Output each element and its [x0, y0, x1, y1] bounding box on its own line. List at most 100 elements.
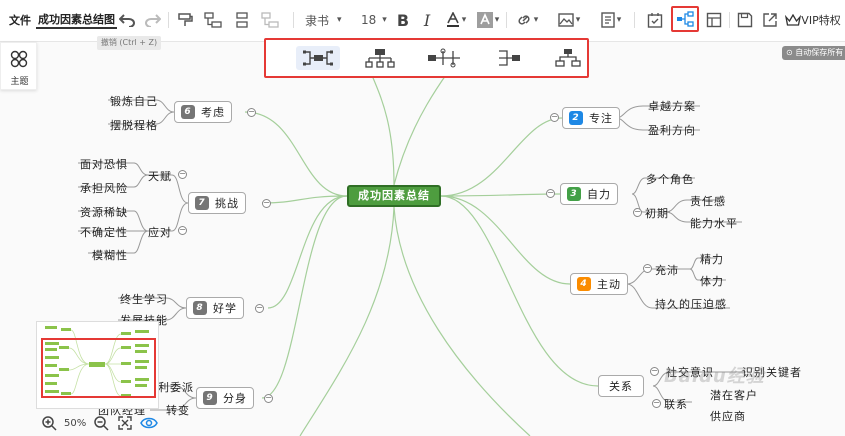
- bold-icon[interactable]: B: [396, 10, 410, 30]
- subtopic[interactable]: 初期: [645, 207, 669, 220]
- topic-challenge[interactable]: 7 挑战: [188, 192, 246, 214]
- separator: [634, 12, 635, 28]
- task-icon[interactable]: [645, 8, 665, 32]
- topic-delegate[interactable]: 9 分身: [196, 387, 254, 409]
- subtopic[interactable]: 社交意识: [666, 366, 714, 379]
- collapse-toggle[interactable]: −: [546, 188, 555, 198]
- structure-tree-down-icon[interactable]: [546, 46, 590, 70]
- file-menu[interactable]: 文件: [9, 14, 31, 27]
- collapse-toggle[interactable]: −: [650, 366, 659, 376]
- document-title[interactable]: 成功因素总结图: [36, 11, 117, 29]
- subtopic[interactable]: 持久的压迫感: [655, 298, 727, 311]
- collapse-toggle[interactable]: −: [643, 263, 652, 273]
- structure-logic-left-icon[interactable]: [486, 46, 530, 70]
- undo-icon[interactable]: [117, 8, 137, 32]
- subtopic[interactable]: 卓越方案: [648, 100, 696, 113]
- subtopic[interactable]: 盈利方向: [648, 124, 696, 137]
- subtopic[interactable]: 联系: [664, 398, 688, 411]
- separator: [293, 12, 294, 28]
- collapse-toggle[interactable]: −: [262, 198, 271, 208]
- font-size-select[interactable]: 18 ▾: [361, 8, 389, 32]
- insert-sibling-topic-icon[interactable]: [231, 8, 253, 32]
- topic-self-reliance[interactable]: 3 自力: [560, 183, 618, 205]
- subtopic[interactable]: 摆脱程格: [110, 119, 158, 132]
- subtopic[interactable]: 利委派: [158, 381, 194, 394]
- zoom-bar: 50%: [40, 413, 165, 433]
- priority-8-icon: 8: [193, 301, 207, 315]
- subtopic[interactable]: 能力水平: [690, 217, 738, 230]
- root-topic[interactable]: 成功因素总结: [347, 185, 441, 207]
- insert-child-topic-icon[interactable]: [202, 8, 224, 32]
- subtopic[interactable]: 精力: [700, 253, 724, 266]
- font-color-icon[interactable]: ▾: [444, 8, 468, 32]
- export-icon[interactable]: [760, 8, 780, 32]
- chevron-down-icon: ▾: [382, 15, 387, 25]
- topic-label: 好学: [213, 302, 237, 315]
- structure-left-right-map-icon[interactable]: [296, 46, 340, 70]
- format-painter-icon[interactable]: [174, 8, 196, 32]
- font-family-select[interactable]: 隶书 ▾: [305, 8, 349, 32]
- collapse-toggle[interactable]: −: [255, 303, 264, 313]
- italic-icon[interactable]: I: [423, 10, 431, 30]
- fit-screen-icon[interactable]: [116, 414, 134, 432]
- separator: [506, 12, 507, 28]
- link-icon[interactable]: ▾: [514, 8, 540, 32]
- topic-eager-to-learn[interactable]: 8 好学: [186, 297, 244, 319]
- topic-label: 自力: [587, 188, 611, 201]
- collapse-toggle[interactable]: −: [247, 107, 256, 117]
- topic-initiative[interactable]: 4 主动: [570, 273, 628, 295]
- zoom-out-icon[interactable]: [92, 414, 110, 432]
- subtopic[interactable]: 识别关键者: [742, 366, 802, 379]
- subtopic[interactable]: 责任感: [690, 195, 726, 208]
- collapse-toggle[interactable]: −: [652, 398, 661, 408]
- image-icon[interactable]: ▾: [556, 8, 582, 32]
- zoom-in-icon[interactable]: [40, 414, 58, 432]
- subtopic[interactable]: 天赋: [148, 170, 172, 183]
- subtopic[interactable]: 模糊性: [92, 249, 128, 262]
- collapse-toggle[interactable]: −: [264, 393, 273, 403]
- autosave-status: ⊙ 自动保存所有: [782, 46, 845, 60]
- topic-label: 挑战: [215, 197, 239, 210]
- subtopic[interactable]: 终生学习: [120, 293, 168, 306]
- subtopic[interactable]: 资源稀缺: [80, 206, 128, 219]
- vip-button[interactable]: VIP特权: [785, 8, 841, 32]
- structure-org-chart-icon[interactable]: [358, 46, 402, 70]
- subtopic[interactable]: 充沛: [655, 264, 679, 277]
- save-icon[interactable]: [735, 8, 755, 32]
- subtopic[interactable]: 应对: [148, 226, 172, 239]
- theme-panel[interactable]: 主题: [0, 42, 37, 90]
- subtopic[interactable]: 潜在客户: [710, 389, 758, 402]
- priority-6-icon: 6: [181, 105, 195, 119]
- subtopic[interactable]: 面对恐惧: [80, 158, 128, 171]
- separator: [729, 12, 730, 28]
- collapse-toggle[interactable]: −: [550, 112, 559, 122]
- theme-skin-icon[interactable]: [704, 8, 724, 32]
- minimap[interactable]: [36, 321, 159, 409]
- topic-label: 专注: [589, 112, 613, 125]
- minimap-viewport[interactable]: [41, 338, 156, 398]
- subtopic[interactable]: 锻炼自己: [110, 95, 158, 108]
- redo-icon[interactable]: [143, 8, 163, 32]
- zoom-level: 50%: [64, 417, 87, 429]
- insert-summary-icon[interactable]: [259, 8, 281, 32]
- collapse-toggle[interactable]: −: [633, 207, 642, 217]
- theme-icon: [10, 50, 28, 68]
- collapse-toggle[interactable]: −: [178, 225, 187, 235]
- subtopic[interactable]: 转变: [166, 404, 190, 417]
- structure-layout-button[interactable]: [671, 6, 699, 32]
- watermark: Baidu经验: [664, 366, 765, 387]
- structure-timeline-icon[interactable]: [422, 46, 466, 70]
- collapse-toggle[interactable]: −: [178, 169, 187, 179]
- mindmap-canvas[interactable]: 成功因素总结 2 专注 − 卓越方案 盈利方向 3 自力 − 多个角色 初期 −…: [0, 42, 845, 436]
- note-icon[interactable]: ▾: [598, 8, 624, 32]
- eye-icon[interactable]: [140, 414, 159, 432]
- subtopic[interactable]: 承担风险: [80, 182, 128, 195]
- topic-relationships[interactable]: 关系: [598, 375, 644, 397]
- subtopic[interactable]: 多个角色: [646, 173, 694, 186]
- subtopic[interactable]: 体力: [700, 275, 724, 288]
- topic-focus[interactable]: 2 专注: [562, 107, 620, 129]
- subtopic[interactable]: 不确定性: [80, 226, 128, 239]
- subtopic[interactable]: 供应商: [710, 410, 746, 423]
- topic-consider[interactable]: 6 考虑: [174, 101, 232, 123]
- highlight-color-icon[interactable]: ▾: [475, 8, 501, 32]
